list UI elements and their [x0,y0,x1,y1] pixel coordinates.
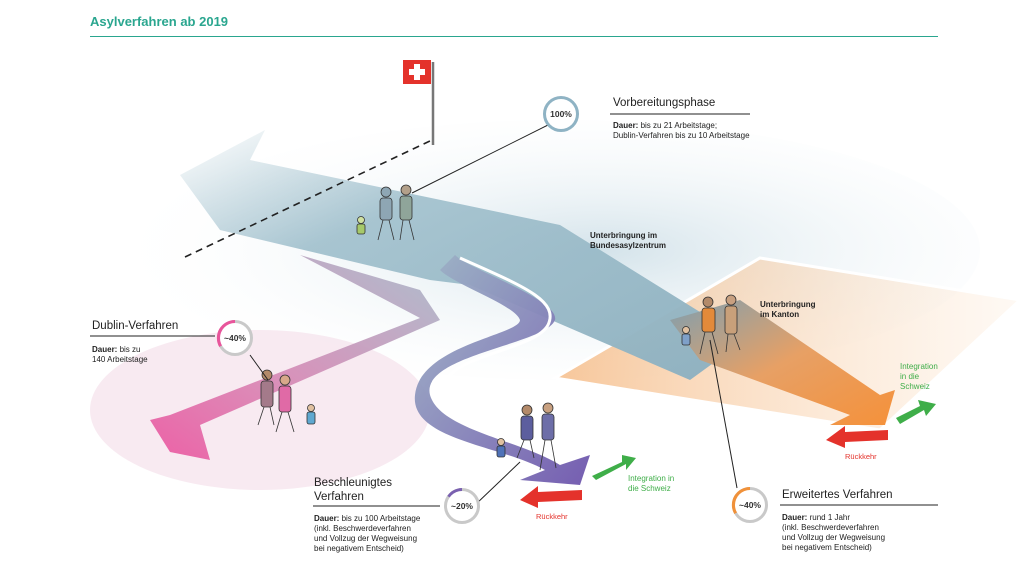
erweitert-note-2: und Vollzug der Wegweisung [782,533,886,542]
leader-vorbereitung [411,124,549,194]
integration-arrow-center [592,455,636,480]
leader-beschleunigt [474,461,521,506]
integration-right-label: Integration in die Schweiz [900,362,938,392]
leader-erweitert [709,339,738,489]
dublin-duration-days: 140 Arbeitstage [92,355,148,364]
beschleunigt-title-line2: Verfahren [314,491,364,503]
percent-erweitert: ~40% [735,490,765,520]
integration-arrow-right [896,400,936,424]
vorbereitung-duration: Dauer: bis zu 21 Arbeitstage; Dublin-Ver… [613,121,750,141]
beschleunigt-duration: Dauer: bis zu 100 Arbeitstage (inkl. Bes… [314,514,420,554]
rueckkehr-arrow-center [520,486,582,508]
integration-right-line2: in die [900,372,920,381]
swiss-flag-icon [403,60,435,145]
dublin-duration-value: bis zu [119,345,141,354]
bundesasylzentrum-line2: Bundesasylzentrum [590,241,667,250]
beschleunigt-duration-label: Dauer: [314,514,340,523]
leader-dublin [249,354,269,381]
dublin-duration-label: Dauer: [92,345,118,354]
rueckkehr-right-label: Rückkehr [845,452,877,461]
erweitert-duration-value: rund 1 Jahr [809,513,851,522]
vorbereitung-duration-label: Dauer: [613,121,639,130]
percent-beschleunigt: ~20% [447,491,477,521]
percent-vorbereitung: 100% [546,99,576,129]
integration-right-line3: Schweiz [900,382,930,391]
bundesasylzentrum-label: Unterbringung im Bundesasylzentrum [590,231,666,251]
road-divider [443,256,552,386]
erweitert-duration: Dauer: rund 1 Jahr (inkl. Beschwerdeverf… [782,513,885,553]
vorbereitung-duration-value: bis zu 21 Arbeitstage; [640,121,718,130]
dublin-duration: Dauer: bis zu 140 Arbeitstage [92,345,148,365]
beschleunigt-road [414,255,590,485]
beschleunigt-note-1: (inkl. Beschwerdeverfahren [314,524,411,533]
erweitert-note-3: bei negativem Entscheid) [782,543,872,552]
beschleunigt-title: Beschleunigtes Verfahren [314,476,392,504]
rueckkehr-arrow-right [826,426,888,448]
erweitert-note-1: (inkl. Beschwerdeverfahren [782,523,879,532]
integration-center-line2: die Schweiz [628,484,671,493]
family-illustration [257,184,741,471]
integration-right-line1: Integration [900,362,938,371]
kanton-line1: Unterbringung [760,300,816,309]
dublin-title: Dublin-Verfahren [92,320,179,332]
dublin-road [150,255,440,460]
title-rule [90,36,938,37]
erweitert-duration-label: Dauer: [782,513,808,522]
beschleunigt-note-3: bei negativem Entscheid) [314,544,404,553]
bundesasylzentrum-line1: Unterbringung im [590,231,658,240]
kanton-label: Unterbringung im Kanton [760,300,816,320]
page-title: Asylverfahren ab 2019 [90,14,229,29]
kanton-line2: im Kanton [760,310,800,319]
integration-center-line1: Integration in [628,474,675,483]
beschleunigt-note-2: und Vollzug der Wegweisung [314,534,418,543]
percent-dublin: ~40% [220,323,250,353]
border-line [184,139,433,258]
erweitert-title: Erweitertes Verfahren [782,489,893,501]
beschleunigt-duration-value: bis zu 100 Arbeitstage [341,514,421,523]
vorbereitung-title: Vorbereitungsphase [613,97,716,109]
vorbereitung-dublin-note: Dublin-Verfahren bis zu 10 Arbeitstage [613,131,750,140]
integration-center-label: Integration in die Schweiz [628,474,674,494]
beschleunigt-title-line1: Beschleunigtes [314,477,392,489]
rueckkehr-center-label: Rückkehr [536,512,568,521]
